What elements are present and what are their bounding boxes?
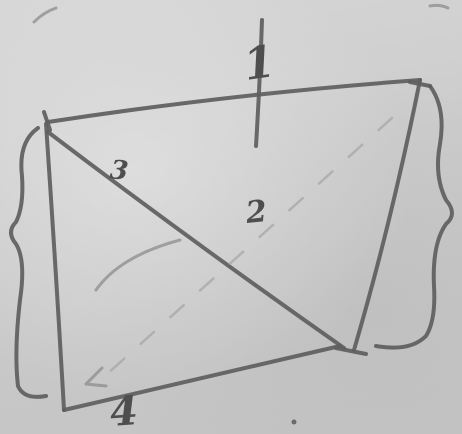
pencil-dot bbox=[291, 419, 297, 425]
vertex-tick-top-left bbox=[42, 110, 52, 132]
stray-mark-top-right bbox=[428, 3, 450, 10]
edge-right bbox=[352, 78, 422, 352]
edge-bottom bbox=[62, 344, 342, 412]
edge-left bbox=[44, 122, 66, 412]
diagonal-solid bbox=[46, 130, 346, 350]
diagonal-faint bbox=[94, 116, 394, 386]
label-top-edge: 1 bbox=[240, 36, 278, 91]
label-bottom-edge: 4 bbox=[108, 387, 140, 434]
edge-top bbox=[46, 78, 422, 124]
label-center: 2 bbox=[244, 194, 269, 231]
faint-arrow bbox=[84, 366, 108, 388]
right-brace bbox=[374, 84, 454, 350]
stray-mark-top-left bbox=[32, 6, 58, 24]
vertex-tick-bottom-right bbox=[334, 346, 368, 356]
top-edge-tick bbox=[254, 18, 264, 148]
faint-arc bbox=[94, 238, 182, 292]
left-brace bbox=[9, 126, 48, 399]
label-diagonal: 3 bbox=[108, 155, 130, 187]
vertex-tick-top-right bbox=[408, 80, 432, 88]
